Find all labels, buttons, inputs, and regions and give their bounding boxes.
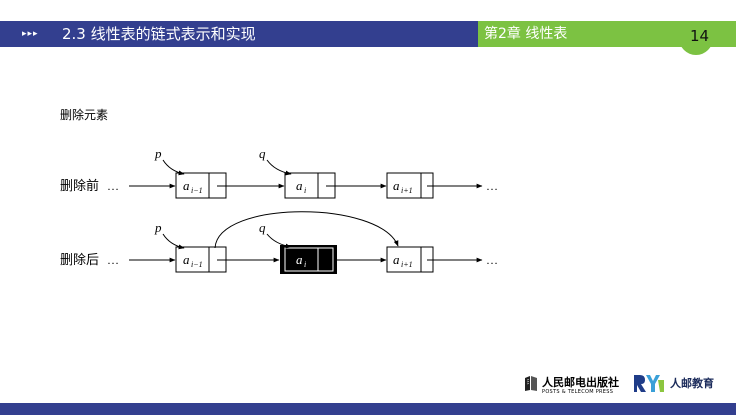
ellipsis-left-after: … (107, 253, 119, 267)
pointer-q-after: q (259, 220, 266, 235)
bypass-link-arrow (214, 211, 399, 249)
node-label-sub: i−1 (191, 260, 203, 269)
row-label-before: 删除前 (60, 178, 99, 194)
node-label-base: a (393, 178, 400, 193)
node-a-i-deleted: a i (280, 245, 337, 274)
header-title: 2.3 线性表的链式表示和实现 (62, 25, 256, 43)
node-label-base: a (183, 178, 190, 193)
pointer-p-before: p (154, 146, 162, 161)
node-label-base: a (393, 252, 400, 267)
publisher-logo-subtext: POSTS & TELECOM PRESS (542, 389, 614, 395)
book-logo-icon (525, 376, 537, 391)
ellipsis-left-before: … (107, 179, 119, 193)
pointer-p-arrow-after (162, 233, 185, 250)
header-left-band (0, 21, 478, 47)
node-label-sub: i+1 (401, 186, 413, 195)
node-label-sub: i−1 (191, 186, 203, 195)
footer-bar (0, 403, 736, 415)
pointer-q-arrow-before (266, 159, 292, 176)
pointer-q-arrow-after (266, 233, 292, 249)
node-a-i-plus-1-after: a i+1 (386, 246, 434, 273)
row-before: 删除前 … a i−1 a i a (60, 146, 498, 199)
pointer-p-arrow-before (162, 159, 185, 176)
pointer-p-after: p (154, 220, 162, 235)
section-title: 删除元素 (60, 108, 109, 122)
ellipsis-right-before: … (486, 179, 498, 193)
header-arrows: ▸▸▸ (22, 29, 39, 39)
page-number: 14 (690, 27, 710, 45)
ellipsis-right-after: … (486, 253, 498, 267)
education-logo-text: 人邮教育 (670, 377, 714, 390)
node-label-base: a (296, 252, 303, 267)
node-label-base: a (183, 252, 190, 267)
node-label-sub: i (304, 186, 306, 195)
page-number-disc (679, 21, 713, 55)
row-label-after: 删除后 (60, 253, 99, 268)
publisher-logo-text: 人民邮电出版社 (542, 376, 619, 389)
node-label-sub: i (304, 260, 306, 269)
row-after: 删除后 … a i−1 a i (60, 211, 498, 274)
node-a-i-plus-1-before: a i+1 (386, 172, 434, 199)
node-label-sub: i+1 (401, 260, 413, 269)
ry-logo-icon (634, 375, 664, 392)
node-label-base: a (296, 178, 303, 193)
chapter-title: 第2章 线性表 (484, 26, 568, 42)
pointer-q-before: q (259, 146, 266, 161)
